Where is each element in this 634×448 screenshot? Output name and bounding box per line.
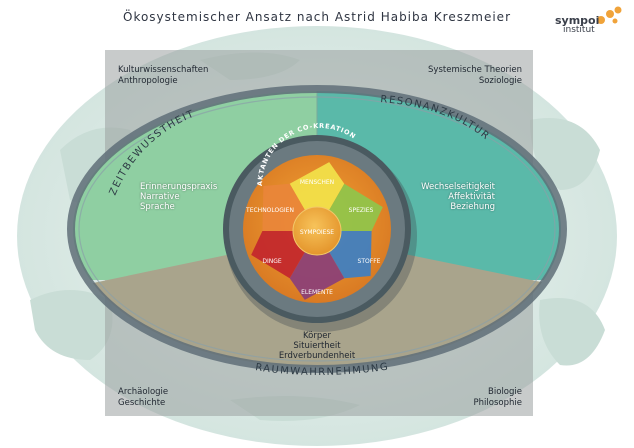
segment-menschen (289, 162, 345, 211)
corner-top-left: Kulturwissenschaften Anthropologie (118, 65, 209, 86)
sympoi-logo: sympoi institut (555, 6, 625, 40)
segment-stoffe (329, 231, 372, 279)
field-left-labels: Erinnerungspraxis Narrative Sprache (140, 182, 218, 212)
page-title: Ökosystemischer Ansatz nach Astrid Habib… (123, 10, 511, 24)
continent-shape (30, 290, 113, 360)
ellipse-ring (67, 85, 567, 373)
corner-bottom-left: Archäologie Geschichte (118, 387, 169, 408)
continent-shape (539, 298, 605, 366)
segment-elemente (289, 251, 345, 300)
logo-line2: institut (563, 25, 595, 35)
segment-label-elemente: ELEMENTE (301, 289, 333, 296)
segment-label-spezies: SPEZIES (349, 207, 374, 214)
continent-shape (530, 118, 600, 190)
center-label: SYMPOIESE (300, 229, 334, 236)
segment-technologien (262, 183, 305, 231)
corner-bottom-right: Biologie Philosophie (473, 387, 522, 408)
segment-dinge (251, 231, 305, 279)
segment-spezies (329, 183, 383, 231)
logo-line1: sympoi (555, 14, 600, 27)
segment-label-technologien: TECHNOLOGIEN (245, 207, 294, 214)
corner-top-right: Systemische Theorien Soziologie (428, 65, 522, 86)
field-right-labels: Wechselseitigkeit Affektivität Beziehung (421, 182, 495, 212)
center-circle (292, 206, 342, 256)
logo-dots-icon (597, 6, 622, 24)
segment-label-dinge: DINGE (262, 258, 282, 265)
segment-label-stoffe: STOFFE (358, 258, 381, 265)
segment-label-menschen: MENSCHEN (300, 179, 334, 186)
field-bottom-labels: Körper Situiertheit Erdverbundenheit (278, 331, 356, 361)
